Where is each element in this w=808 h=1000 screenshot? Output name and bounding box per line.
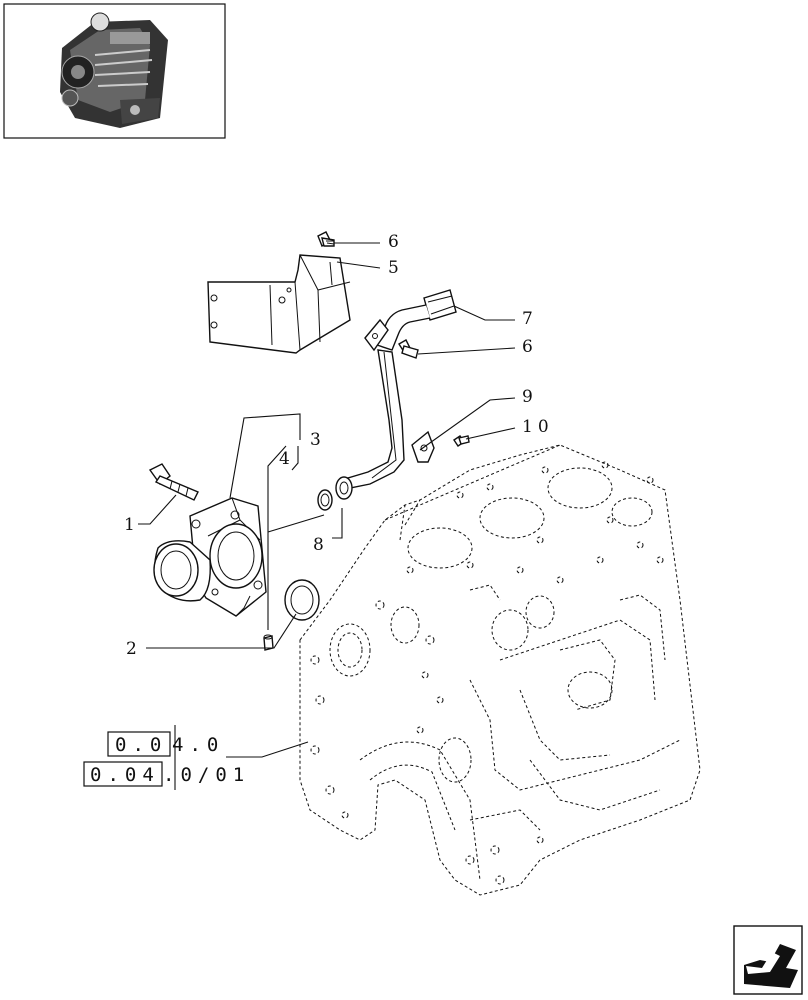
reference-0-04-0-01[interactable]: 0.04 .0/01 [83,761,250,787]
callout-4: 4 [279,449,295,469]
next-page-button[interactable] [733,925,803,995]
callout-6: 6 [522,337,538,357]
reference-0-04-0[interactable]: 0.0 4.0 [107,731,224,757]
callout-7: 7 [522,309,538,329]
dowel-pin-part-4[interactable] [263,634,274,651]
leader-lines [138,242,516,790]
callout-8: 8 [313,535,329,555]
screw-part-6-top[interactable] [317,231,335,248]
callout-5: 5 [388,258,404,278]
engine-thumbnail[interactable] [3,3,226,139]
gasket-part-2[interactable] [284,579,320,621]
callout-3: 3 [310,430,326,450]
reference-boxed-part: 0.0 [115,734,167,756]
engine-block-outline [299,444,701,896]
callout-2: 2 [126,639,142,659]
clip-part-9[interactable] [411,430,435,463]
pipe-part-7[interactable] [347,289,457,489]
callout-10: 10 [522,417,554,437]
screw-part-6[interactable] [398,339,419,359]
bolt-part-1[interactable] [148,463,199,501]
screw-part-10[interactable] [453,435,470,447]
callout-9: 9 [522,387,538,407]
o-ring-part-8[interactable] [317,489,333,511]
callout-labels: 1 2 3 4 5 6 6 7 8 9 10 [124,232,554,659]
bracket-part-5[interactable] [207,254,351,354]
callout-6-top: 6 [388,232,404,252]
pipe-end-fitting [335,476,353,500]
block-holes [310,461,664,885]
callout-1: 1 [124,515,140,535]
engine-thumbnail-icon [60,12,168,128]
arrow-left-down-icon [744,944,798,988]
reference-rest: .0/01 [163,764,250,786]
reference-rest: 4.0 [172,734,224,756]
reference-boxed-part: 0.04 [90,764,160,786]
thermostat-housing-part-3[interactable] [153,497,267,617]
